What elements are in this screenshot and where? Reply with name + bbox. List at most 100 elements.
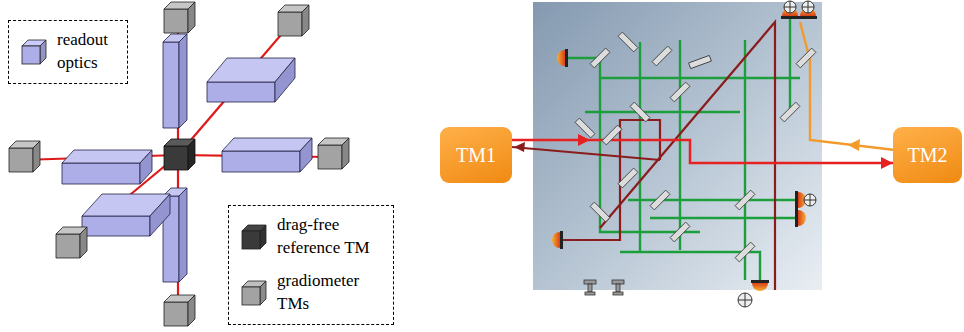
optics-face: [82, 216, 150, 236]
injector-part: [588, 284, 592, 292]
swatch-face: [260, 225, 266, 249]
optics-face: [207, 82, 275, 102]
injector-part: [585, 292, 595, 295]
legend-swatch: [239, 278, 269, 308]
photodiode-base: [795, 191, 798, 209]
injector-part: [612, 280, 624, 284]
photodiode: [557, 49, 568, 67]
node-label: TM1: [456, 144, 496, 166]
photodiode: [552, 231, 563, 249]
injector-part: [584, 280, 596, 284]
fiber-injector: [584, 280, 596, 295]
beam-path: [650, 217, 795, 219]
photodiode-dome: [798, 210, 806, 226]
swatch-face: [22, 46, 40, 64]
beam-path: [744, 40, 746, 280]
mirror: [575, 118, 595, 138]
beam-path: [600, 77, 800, 79]
injector-part: [616, 284, 620, 292]
photodiode-dome: [557, 50, 565, 66]
photodiode-base: [781, 16, 799, 19]
legend-entry: readout optics: [19, 29, 117, 75]
legend-swatch: [239, 222, 269, 252]
quadrant-diode: [784, 1, 796, 13]
darkred-beams: [512, 22, 775, 290]
red-beam: [512, 134, 895, 169]
quadrant-diodes: [738, 1, 816, 307]
optics-face: [163, 42, 179, 128]
optics-face: [62, 150, 152, 163]
beam-path: [585, 111, 740, 113]
cube-face: [188, 295, 195, 326]
test-mass-box: TM1: [440, 127, 512, 183]
cube-face: [302, 5, 309, 36]
legend-text: drag-free reference TM: [277, 214, 383, 260]
quadrant-cross: [784, 1, 796, 13]
cube-face: [188, 139, 195, 170]
mirror: [602, 125, 622, 145]
cube-face: [56, 234, 80, 258]
photodiode-base: [560, 231, 563, 249]
optics-face: [179, 34, 187, 128]
beam-path: [512, 147, 660, 160]
photodiode: [795, 209, 806, 227]
cube-face: [318, 145, 342, 169]
quadrant-disc: [738, 293, 752, 307]
cube-face: [278, 12, 302, 36]
photodiode-base: [751, 280, 769, 283]
quadrant-diode: [802, 1, 814, 13]
arrowhead: [848, 139, 860, 151]
mirror: [670, 82, 690, 102]
legend-box: drag-free reference TM gradiometer TMs: [228, 205, 394, 325]
photodiode-dome: [552, 232, 560, 248]
mirror: [618, 168, 638, 188]
mirror: [796, 48, 816, 68]
legend-box: readout optics: [8, 20, 128, 84]
swatch-face: [40, 40, 46, 64]
mirror: [689, 55, 712, 68]
photodiode-base: [795, 209, 798, 227]
legend-entry: gradiometer TMs: [239, 270, 383, 316]
legend-swatch: [19, 37, 49, 67]
quadrant-diode: [738, 293, 752, 307]
optics-face: [222, 138, 312, 151]
photodiodes: [552, 8, 817, 291]
quadrant-cross: [802, 1, 814, 13]
quadrant-disc: [784, 1, 796, 13]
fiber-injector: [612, 280, 624, 295]
beam-path: [789, 16, 791, 110]
mirror: [670, 222, 690, 242]
legend-text: gradiometer TMs: [277, 270, 383, 316]
swatch-face: [242, 287, 260, 305]
optics-face: [300, 138, 312, 172]
mirror: [590, 202, 610, 222]
quadrant-diode: [804, 194, 816, 206]
test-mass-box: TM2: [893, 127, 962, 183]
cube-face: [164, 302, 188, 326]
orange-beam: [800, 22, 895, 151]
legend-entry: drag-free reference TM: [239, 214, 383, 260]
mirrors: [575, 32, 816, 262]
swatch-face: [260, 281, 266, 305]
cube-face: [342, 138, 349, 169]
injector-part: [613, 292, 623, 295]
quadrant-disc: [802, 1, 814, 13]
mirror: [650, 190, 670, 210]
mirror: [735, 190, 755, 210]
cube-face: [164, 146, 188, 170]
optics-face: [222, 151, 300, 172]
photodiode-base: [565, 49, 568, 67]
optics-face: [275, 58, 295, 102]
photodiode-dome: [752, 283, 768, 291]
cube-face: [33, 141, 40, 172]
quadrant-cross: [738, 293, 752, 307]
mirror: [618, 32, 638, 52]
reference-cube: [164, 139, 195, 170]
photodiode-base: [799, 16, 817, 19]
mirror: [590, 48, 610, 68]
swatch-face: [242, 231, 260, 249]
optics-face: [179, 188, 187, 282]
mirror: [652, 46, 672, 66]
beam-path: [800, 22, 895, 150]
mirror: [630, 102, 650, 122]
